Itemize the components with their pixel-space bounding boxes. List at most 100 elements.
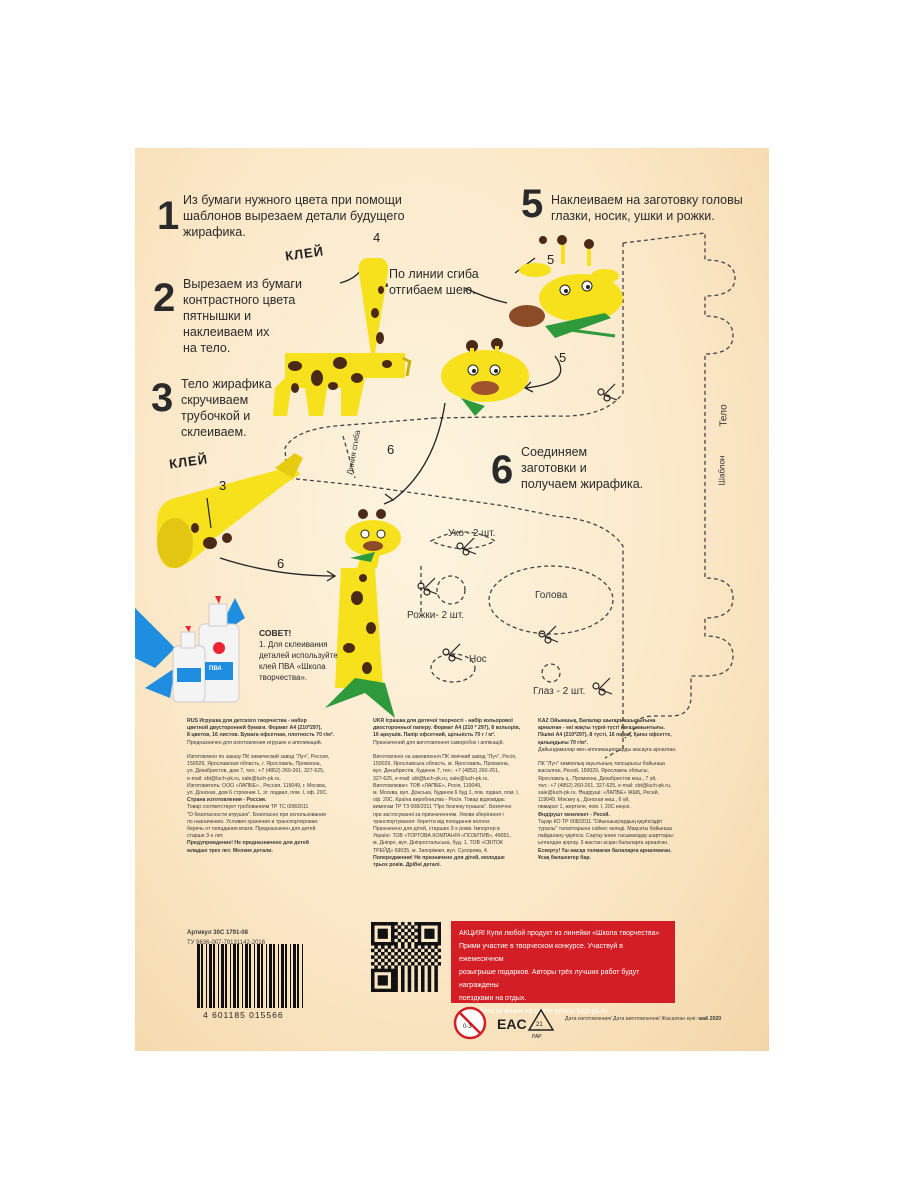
info-line <box>187 747 367 754</box>
qr-module <box>434 942 438 946</box>
head-label: Голова <box>535 590 568 601</box>
qr-module <box>421 958 425 963</box>
step-4-line: По линии сгиба <box>389 267 479 281</box>
qr-module <box>421 972 425 976</box>
step-4-line: отгибаем шею. <box>389 283 476 297</box>
qr-module <box>414 952 418 956</box>
barcode-bar <box>278 944 279 1008</box>
step-2-line: Вырезаем из бумаги <box>183 277 302 291</box>
qr-module <box>384 962 388 966</box>
qr-module <box>417 938 422 943</box>
qr-module <box>417 928 422 933</box>
qr-module <box>391 978 395 983</box>
barcode-bar <box>293 944 296 1008</box>
barcode-bar <box>218 944 219 1008</box>
barcode-bar <box>197 944 200 1008</box>
qr-module <box>401 975 405 979</box>
step-3-line: скручиваем <box>181 393 249 407</box>
barcode-bar <box>302 944 303 1008</box>
qr-module <box>397 932 402 936</box>
info-line: Предназначен для изготовления игрушек и … <box>187 739 323 746</box>
manufacture-date: Дата изготовления/ Дата виготовлення/ Жа… <box>565 1016 765 1023</box>
info-line: по назначению. Условия хранения и трансп… <box>187 818 319 825</box>
qr-module <box>381 928 385 933</box>
step-3-line: Тело жирафика <box>181 377 272 391</box>
step-4-text: По линии сгиба отгибаем шею. <box>389 266 499 298</box>
barcode-bar <box>201 944 203 1008</box>
step-6-number: 6 <box>491 448 514 492</box>
info-line: 8 цветов, 16 листов. Бумага офсетная, пл… <box>187 732 335 739</box>
qr-module <box>394 965 398 969</box>
qr-module <box>424 935 428 939</box>
qr-module <box>417 955 422 959</box>
qr-module <box>437 935 441 939</box>
info-line: вул. Декабристів, будинок 7, тел.: +7 (4… <box>373 768 500 775</box>
qr-module <box>394 958 398 963</box>
qr-module <box>404 932 408 936</box>
arrow-number: 5 <box>547 252 556 267</box>
qr-module <box>381 965 385 969</box>
qr-module <box>434 972 438 976</box>
qr-module <box>437 962 441 966</box>
qr-module <box>421 942 425 946</box>
qr-module <box>431 932 435 936</box>
barcode-bar <box>213 944 215 1008</box>
qr-module <box>417 935 422 939</box>
qr-module <box>394 952 398 956</box>
qr-module <box>431 962 435 966</box>
qr-module <box>404 955 408 959</box>
qr-module <box>381 945 385 949</box>
barcode-bar <box>209 944 212 1008</box>
tip-line: деталей используйте <box>259 651 338 660</box>
barcode-bar <box>237 944 239 1008</box>
qr-module <box>394 922 398 926</box>
qr-module <box>381 988 385 992</box>
qr-module <box>397 925 402 929</box>
recycle-number: 21 <box>536 1022 543 1028</box>
info-line: Попередження! Не призначено для дітей, м… <box>373 854 505 861</box>
qr-module <box>401 928 405 933</box>
qr-module <box>381 935 385 939</box>
qr-module <box>371 985 375 989</box>
qr-module <box>377 982 382 986</box>
qr-module <box>387 988 392 992</box>
info-line: Виготовлено на замовлення ПК хімічний за… <box>373 754 517 761</box>
qr-module <box>427 975 432 979</box>
qr-module <box>437 955 441 959</box>
manufacture-date-value: май 2020 <box>698 1016 722 1022</box>
qr-module <box>371 932 375 936</box>
qr-module <box>437 942 441 946</box>
barcode-bar <box>233 944 236 1008</box>
qr-module <box>407 935 412 939</box>
step-1-line: шаблонов вырезаем детали будущего <box>183 209 405 223</box>
qr-module <box>391 982 395 986</box>
info-line: Страна изготовления - Россия. <box>187 797 267 804</box>
barcode-bar <box>269 944 272 1008</box>
qr-module <box>381 942 385 946</box>
info-line: UKR Іграшка для дитячої творчості - набі… <box>373 718 513 724</box>
barcode-bar <box>249 944 251 1008</box>
info-line: ул. Донская, дом 6 строение 1, эт. подва… <box>187 790 328 797</box>
qr-module <box>414 975 418 979</box>
qr-module <box>434 978 438 983</box>
step-2-line: контрастного цвета <box>183 293 296 307</box>
qr-module <box>381 978 385 983</box>
qr-module <box>374 988 378 992</box>
qr-module <box>427 982 432 986</box>
qr-module <box>411 938 415 943</box>
manufacture-date-label: Дата изготовления/ Дата виготовлення/ Жа… <box>565 1016 697 1022</box>
qr-module <box>424 962 428 966</box>
barcode-bar <box>206 944 207 1008</box>
qr-module <box>427 988 432 992</box>
qr-module <box>374 945 378 949</box>
template-outline <box>219 232 736 759</box>
info-line: Предупреждение! Не предназначено для дет… <box>187 840 309 847</box>
qr-module <box>434 945 438 949</box>
qr-module <box>401 942 405 946</box>
qr-module <box>434 965 438 969</box>
arrow-number: 6 <box>387 442 396 457</box>
qr-module <box>387 922 392 926</box>
qr-module <box>371 938 375 943</box>
info-line: Ярославль қ., Промзона, Декабристов көш.… <box>538 775 657 782</box>
qr-module <box>421 952 425 956</box>
